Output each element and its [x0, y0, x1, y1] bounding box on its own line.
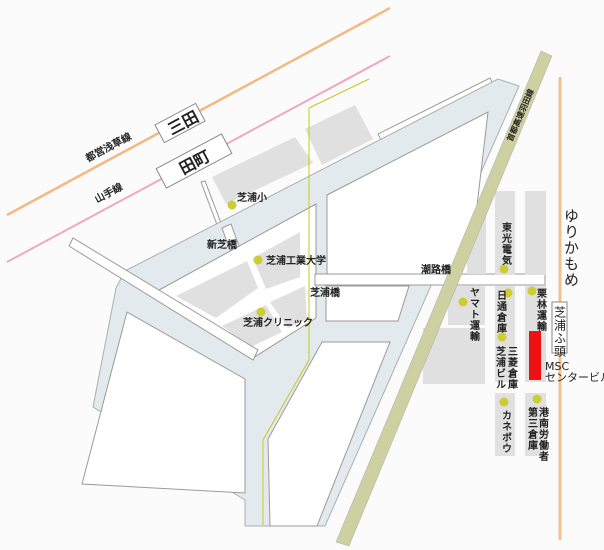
- shin-shiba-bridge: [221, 223, 240, 251]
- land-parcel: [81, 311, 246, 494]
- shibaura-bridge-label: 芝浦橋: [310, 286, 341, 299]
- poi-kounan-1: 港南労働者: [537, 406, 550, 462]
- shioji-bridge-label: 潮路橋: [421, 263, 452, 276]
- poi-shibaura-bldg: 芝浦ビル: [494, 345, 506, 390]
- city-block: [222, 305, 282, 347]
- target-label-line1: MSC: [545, 360, 569, 373]
- poi-nittsu: 日通倉庫: [495, 290, 508, 334]
- city-block: [495, 393, 515, 456]
- city-block: [212, 137, 313, 204]
- city-block: [305, 105, 373, 165]
- poi-marker[interactable]: [253, 255, 263, 265]
- poi-shibaura-elementary: 芝浦小: [237, 191, 267, 204]
- poi-marker[interactable]: [527, 286, 537, 296]
- poi-marker[interactable]: [497, 332, 507, 342]
- land-parcel: [325, 285, 410, 322]
- expressway: [335, 50, 553, 547]
- shin-shiba-bridge-label: 新芝橋: [207, 238, 238, 251]
- poi-toko-denki: 東光電気: [500, 221, 513, 266]
- poi-marker[interactable]: [499, 397, 509, 407]
- poi-marker[interactable]: [499, 264, 509, 274]
- poi-marker[interactable]: [532, 394, 542, 404]
- land-parcel: [267, 341, 391, 527]
- city-block: [525, 191, 546, 275]
- city-block: [270, 286, 307, 328]
- poi-shibaura-clinic: 芝浦クリニック: [243, 316, 313, 329]
- station-label-shibaura-futo: 芝浦ふ頭: [553, 305, 567, 358]
- poi-mitsubishi: 三菱倉庫: [506, 346, 519, 390]
- target-label-line2: センタービル: [545, 371, 604, 384]
- road: [68, 237, 259, 361]
- poi-marker[interactable]: [227, 200, 237, 210]
- poi-kounan-2: 第三倉庫: [526, 406, 539, 451]
- poi-marker[interactable]: [458, 297, 468, 307]
- poi-kuribayashi: 栗林運輸: [535, 288, 547, 332]
- station-box: [154, 102, 206, 144]
- walking-route-line: [262, 78, 370, 525]
- poi-marker[interactable]: [503, 288, 513, 298]
- city-block: [176, 261, 258, 318]
- msc-center-building-marker[interactable]: [529, 331, 541, 380]
- station-box: [155, 133, 233, 189]
- city-block: [495, 191, 515, 275]
- city-block: [253, 232, 300, 289]
- poi-yamato: ヤマト運輸: [468, 287, 480, 342]
- poi-kanebo: カネボウ: [500, 410, 512, 454]
- yurikamome-label: ゆりかもめ: [562, 208, 580, 288]
- city-block: [525, 393, 546, 456]
- poi-shibaura-it: 芝浦工業大学: [266, 254, 326, 267]
- shibaura-futo-station-box[interactable]: [551, 301, 568, 354]
- poi-marker[interactable]: [256, 307, 266, 317]
